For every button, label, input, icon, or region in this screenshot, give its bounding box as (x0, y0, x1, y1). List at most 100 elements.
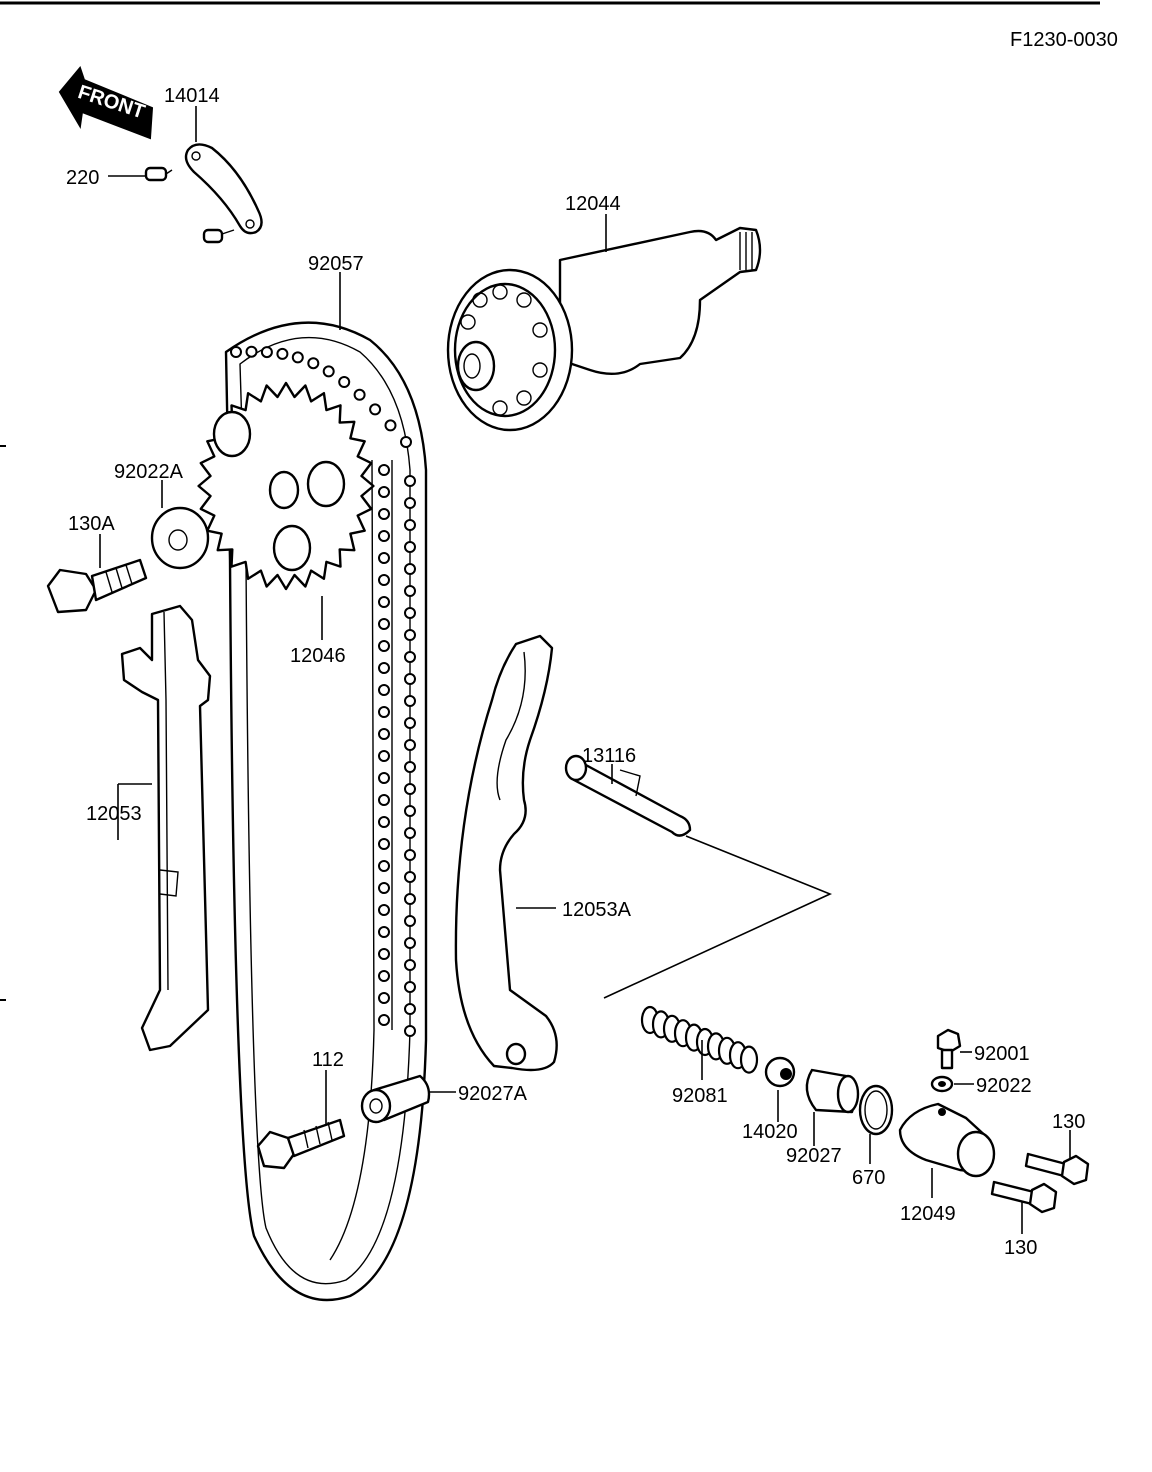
chain-link (378, 684, 390, 696)
chain-link (378, 508, 390, 520)
chain-link (404, 981, 416, 993)
chain-link (378, 992, 390, 1004)
chain-link (404, 629, 416, 641)
sprocket-12046 (197, 381, 375, 591)
chain-link (384, 419, 397, 432)
chain-link (404, 651, 416, 663)
chain-link (404, 915, 416, 927)
label-92027: 92027 (786, 1145, 842, 1167)
chain-link (378, 750, 390, 762)
part-14020 (764, 1056, 796, 1088)
chain-link (404, 849, 416, 861)
chain-link (353, 388, 366, 401)
label-12053A: 12053A (562, 899, 632, 921)
chain-link (378, 486, 390, 498)
chain-link (378, 794, 390, 806)
chain-link (338, 376, 351, 388)
chain-link (378, 530, 390, 542)
spring-92081 (640, 1005, 759, 1074)
chain-link (378, 816, 390, 828)
chain-link (378, 706, 390, 718)
pin-13116 (564, 754, 692, 837)
chain-link (404, 1003, 416, 1015)
spring-coil (739, 1045, 759, 1074)
part-92027 (805, 1068, 860, 1114)
collar-92027A (360, 1074, 431, 1124)
screw-lower-icon (202, 228, 235, 244)
label-92081: 92081 (672, 1085, 728, 1107)
bolt-112 (256, 1118, 346, 1170)
chain-link (404, 893, 416, 905)
chain-link (276, 347, 289, 360)
label-130A: 130A (68, 513, 115, 535)
plate-14014 (184, 143, 263, 235)
chain-link (404, 717, 416, 729)
camshaft-12044 (446, 226, 762, 432)
label-12049: 12049 (900, 1203, 956, 1225)
label-92022: 92022 (976, 1075, 1032, 1097)
label-92022A: 92022A (114, 461, 184, 483)
screw-220-icon (144, 166, 173, 182)
label-92057: 92057 (308, 253, 364, 275)
chain-link (378, 904, 390, 916)
chain-link (404, 783, 416, 795)
bolt-92001 (936, 1028, 962, 1070)
chain-link (404, 563, 416, 575)
chain-link (404, 959, 416, 971)
label-670: 670 (852, 1167, 885, 1189)
chain-link (378, 838, 390, 850)
chain-link (322, 365, 335, 378)
label-12044: 12044 (565, 193, 621, 215)
guide-12053A (454, 634, 558, 1072)
label-92027A: 92027A (458, 1083, 528, 1105)
chain-link (260, 346, 273, 359)
label-92001: 92001 (974, 1043, 1030, 1065)
chain-link (404, 695, 416, 707)
tensioner-12049 (898, 1102, 996, 1178)
assembly-line (603, 835, 833, 999)
chain-link (404, 519, 416, 531)
chain-link (378, 728, 390, 740)
chain-link (404, 541, 416, 553)
chain-link (378, 464, 390, 476)
chain-link (378, 552, 390, 564)
chain-link (378, 860, 390, 872)
label-13116: 13116 (582, 745, 636, 767)
label-130-lower: 130 (1004, 1237, 1037, 1259)
chain-link (404, 585, 416, 597)
chain-link (378, 574, 390, 586)
chain-link (404, 607, 416, 619)
chain-link (404, 475, 416, 487)
guide-12053 (120, 604, 212, 1052)
chain-link (404, 739, 416, 751)
label-112: 112 (312, 1049, 344, 1071)
chain-link (404, 1025, 416, 1037)
oring-670 (858, 1084, 894, 1136)
chain-link (369, 403, 382, 416)
chain-link (378, 926, 390, 938)
bolt-130-upper (1024, 1152, 1090, 1186)
front-arrow-icon: FRONT (58, 65, 154, 140)
chain-link (404, 497, 416, 509)
bolt-130-lower (990, 1180, 1058, 1214)
washer-92022 (930, 1075, 954, 1093)
chain-link (404, 761, 416, 773)
chain-link (378, 618, 390, 630)
label-12046: 12046 (290, 645, 346, 667)
chain-link (230, 346, 242, 358)
chain-link (291, 351, 304, 364)
chain-link (378, 1014, 390, 1026)
chain-link (378, 948, 390, 960)
chain-link (400, 436, 412, 448)
chain-link (378, 596, 390, 608)
chain-link (404, 673, 416, 685)
chain-link (245, 345, 258, 358)
chain-link (378, 662, 390, 674)
chain-link (378, 882, 390, 894)
chain-link (404, 871, 416, 883)
label-130-upper: 130 (1052, 1111, 1085, 1133)
label-14014: 14014 (164, 85, 220, 107)
chain-link (378, 772, 390, 784)
label-220: 220 (66, 167, 99, 189)
